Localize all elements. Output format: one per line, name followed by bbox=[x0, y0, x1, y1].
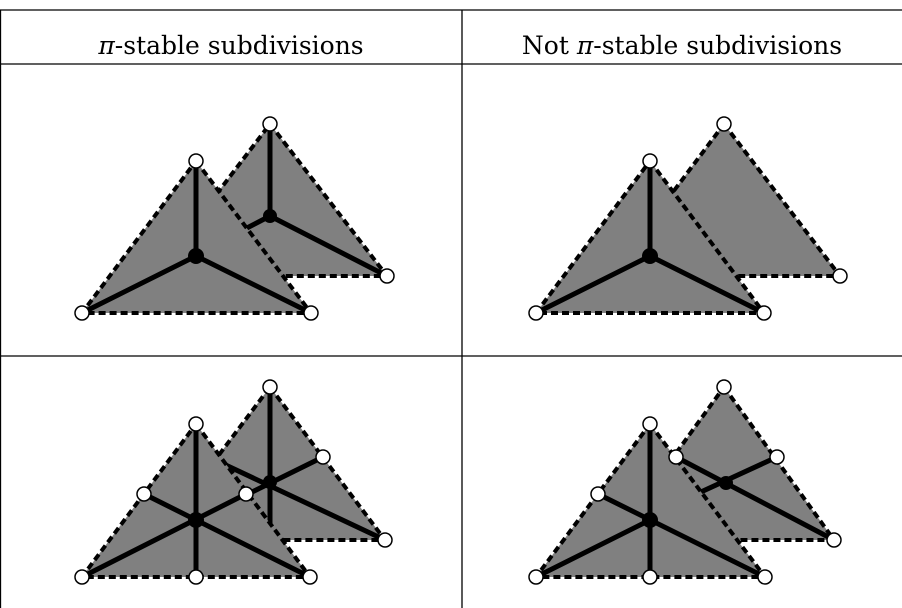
open-vertex bbox=[303, 305, 319, 321]
front-edge bbox=[533, 517, 653, 580]
pi-symbol: π bbox=[576, 31, 594, 60]
open-vertex bbox=[74, 305, 90, 321]
back-edge bbox=[212, 457, 388, 543]
diagram-stable-simple bbox=[74, 116, 395, 321]
diagram-unstable-refined bbox=[528, 379, 842, 585]
front-center-vertex bbox=[642, 248, 658, 264]
open-vertex bbox=[74, 569, 90, 585]
open-vertex bbox=[716, 116, 732, 132]
back-center-vertex bbox=[263, 475, 277, 489]
open-vertex bbox=[668, 449, 684, 465]
header-not-prefix: Not bbox=[521, 31, 577, 60]
header-not-stable: Not π-stable subdivisions bbox=[462, 26, 902, 66]
open-vertex bbox=[136, 486, 152, 502]
back-center-vertex bbox=[719, 476, 733, 490]
open-vertex bbox=[528, 305, 544, 321]
front-edge bbox=[595, 491, 768, 580]
open-vertex bbox=[188, 416, 204, 432]
back-edge bbox=[673, 454, 837, 543]
open-vertex bbox=[302, 569, 318, 585]
front-edge bbox=[79, 253, 199, 316]
header-not-stable-text: -stable subdivisions bbox=[593, 31, 843, 60]
front-center-vertex bbox=[642, 512, 658, 528]
front-edge bbox=[533, 253, 653, 316]
front-edge bbox=[193, 253, 314, 316]
open-vertex bbox=[377, 532, 393, 548]
back-edge bbox=[267, 213, 390, 279]
diagram-stable-refined bbox=[74, 379, 393, 585]
open-vertex bbox=[769, 449, 785, 465]
open-vertex bbox=[832, 268, 848, 284]
front-edge bbox=[141, 491, 313, 580]
open-vertex bbox=[590, 486, 606, 502]
back-edge bbox=[687, 454, 780, 500]
front-edge bbox=[79, 491, 249, 580]
open-vertex bbox=[315, 449, 331, 465]
open-vertex bbox=[188, 569, 204, 585]
open-vertex bbox=[757, 569, 773, 585]
open-vertex bbox=[528, 569, 544, 585]
diagram-unstable-simple bbox=[528, 116, 848, 321]
pi-symbol: π bbox=[98, 31, 115, 60]
open-vertex bbox=[642, 416, 658, 432]
open-vertex bbox=[262, 116, 278, 132]
open-vertex bbox=[379, 268, 395, 284]
front-edge bbox=[647, 253, 767, 316]
open-vertex bbox=[756, 305, 772, 321]
front-center-vertex bbox=[188, 248, 204, 264]
open-vertex bbox=[262, 379, 278, 395]
open-vertex bbox=[188, 153, 204, 169]
open-vertex bbox=[826, 532, 842, 548]
front-center-vertex bbox=[188, 512, 204, 528]
header-stable-text: -stable subdivisions bbox=[114, 31, 364, 60]
open-vertex bbox=[642, 153, 658, 169]
open-vertex bbox=[642, 569, 658, 585]
open-vertex bbox=[716, 379, 732, 395]
open-vertex bbox=[238, 486, 254, 502]
back-center-vertex bbox=[263, 209, 277, 223]
header-stable: π-stable subdivisions bbox=[0, 26, 462, 66]
